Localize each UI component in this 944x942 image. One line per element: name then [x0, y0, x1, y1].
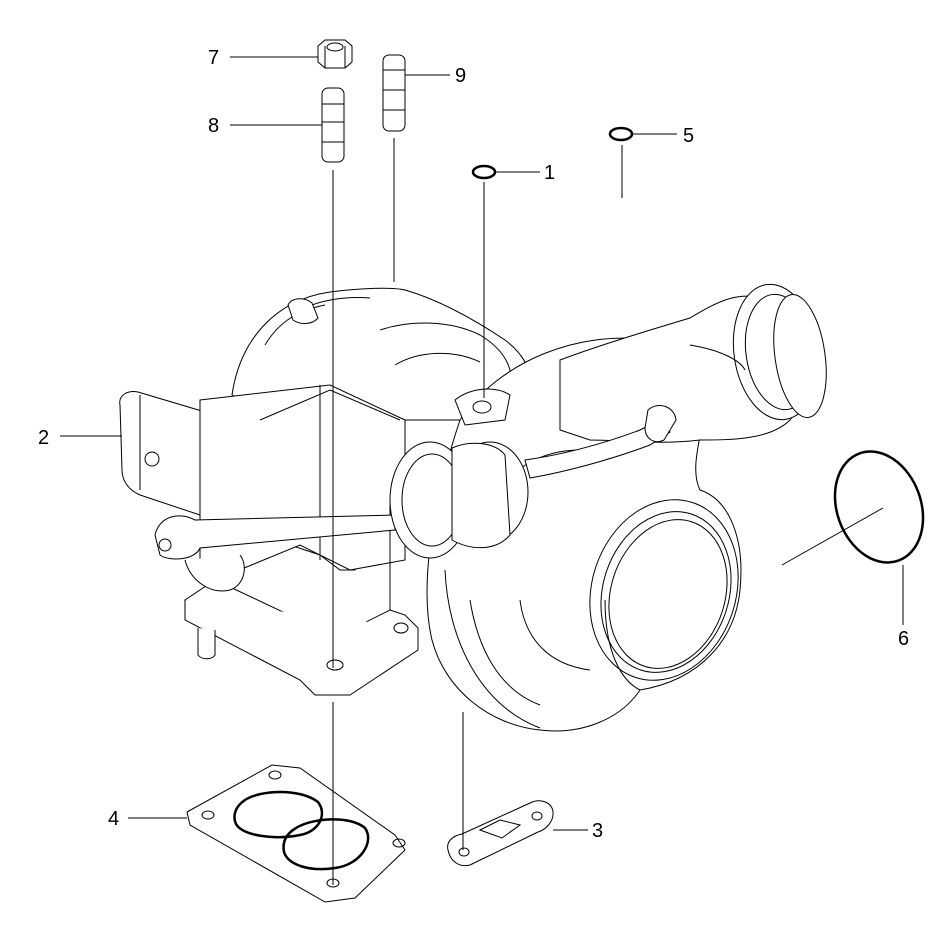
callout-labels: 7 8 9 1 5 2 6 4 3: [38, 47, 909, 842]
callout-7: 7: [208, 47, 219, 69]
callout-6: 6: [898, 628, 909, 650]
callout-1: 1: [544, 162, 555, 184]
o-ring-small-2: [608, 126, 634, 142]
nut: [317, 39, 353, 69]
oil-line: [154, 405, 677, 592]
turbine-inlet-gasket: [186, 764, 406, 903]
stud-long: [382, 54, 406, 132]
turbocharger-assembly: [119, 283, 827, 732]
leader-lines: [60, 56, 904, 885]
center-housing: [389, 388, 529, 559]
callout-2: 2: [38, 427, 49, 449]
o-ring-small: [471, 164, 497, 180]
callout-3: 3: [592, 820, 603, 842]
callout-5: 5: [683, 125, 694, 147]
compressor-outlet-elbow: [559, 283, 827, 443]
callout-4: 4: [108, 808, 119, 830]
stud-short: [321, 87, 345, 163]
callout-8: 8: [208, 115, 219, 137]
oil-drain-gasket: [447, 800, 554, 867]
o-ring-large: [833, 450, 925, 564]
callout-9: 9: [455, 65, 466, 87]
turbine-inlet-flange: [183, 579, 419, 696]
